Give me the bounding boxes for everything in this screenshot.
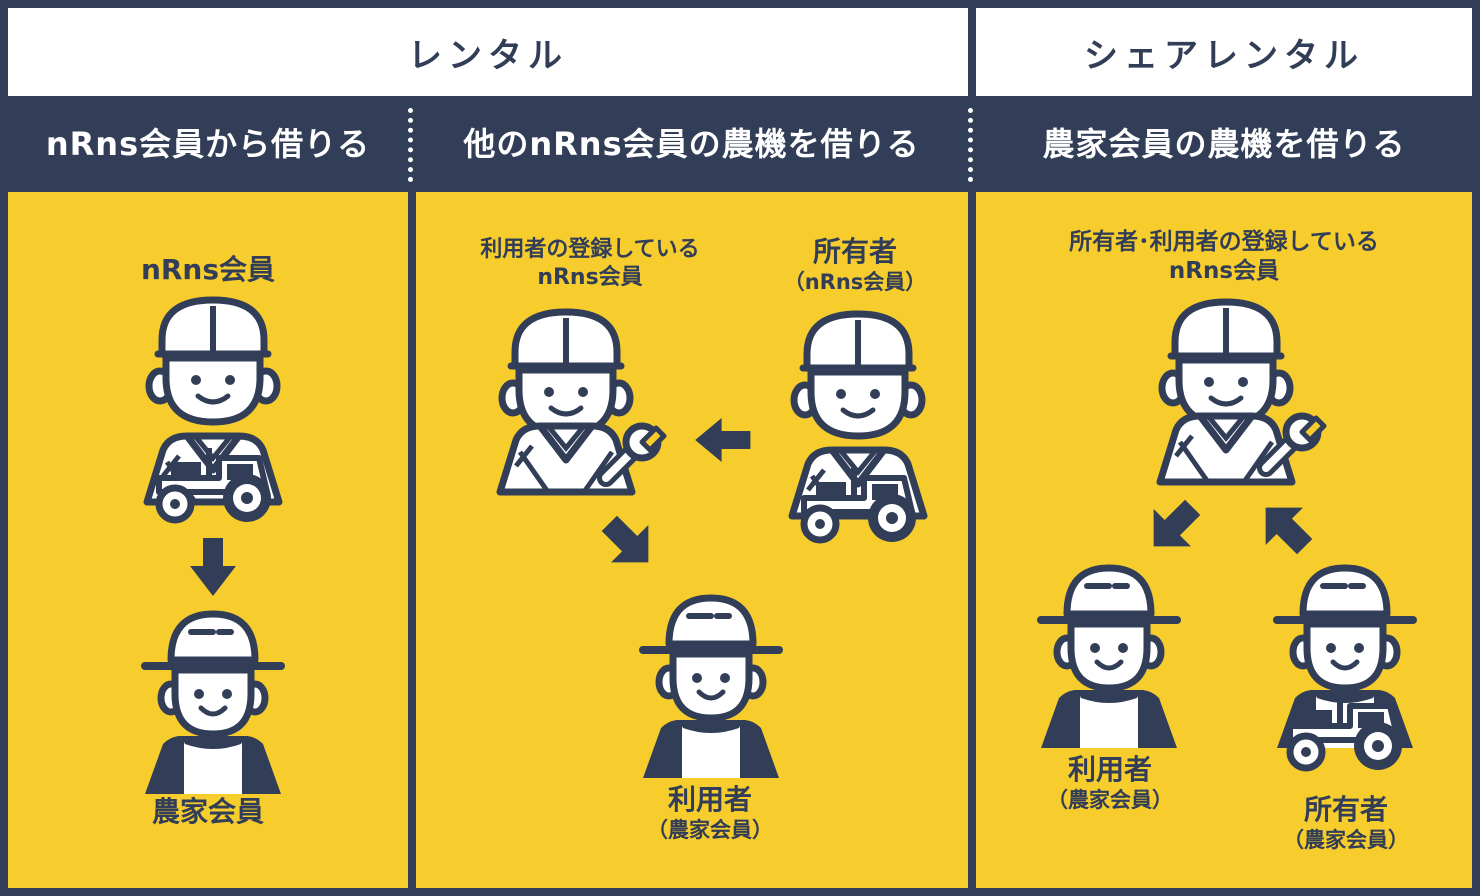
share-owner-subtitle: （農家会員） xyxy=(1283,828,1409,852)
user-title: 利用者 xyxy=(667,783,752,816)
label-registered-nrns-line2: nRns会員 xyxy=(537,264,643,290)
figure-share-owner-farmer-with-tractor xyxy=(1272,564,1418,786)
divider-dotted-1 xyxy=(408,108,413,182)
share-user-subtitle: （農家会員） xyxy=(1047,788,1173,812)
label-owner-user-registered-line2: nRns会員 xyxy=(1168,257,1280,284)
arrow-up-left-icon xyxy=(1246,488,1324,566)
owner-subtitle: （nRns会員） xyxy=(783,270,927,294)
label-registered-nrns-line1: 利用者の登録している xyxy=(480,237,700,262)
label-nrns-member: nRns会員 xyxy=(140,253,276,286)
owner-title: 所有者 xyxy=(812,235,897,268)
arrow-left-icon xyxy=(695,418,751,462)
label-farmer-member: 農家会員 xyxy=(151,795,264,828)
arrow-down-icon xyxy=(190,538,236,596)
figure-farmer-member xyxy=(140,610,286,790)
figure-owner-nrns-with-tractor xyxy=(788,312,928,542)
divider-dotted-2 xyxy=(968,108,973,182)
label-share-user-farmer: 利用者 （農家会員） xyxy=(1010,752,1210,813)
label-share-owner-farmer: 所有者 （農家会員） xyxy=(1246,792,1446,853)
figure-share-user-farmer xyxy=(1036,564,1182,744)
figure-nrns-staff-with-wrench xyxy=(496,310,686,490)
label-user-farmer: 利用者 （農家会員） xyxy=(610,782,810,843)
label-owner-nrns: 所有者 （nRns会員） xyxy=(760,234,950,295)
share-owner-title: 所有者 xyxy=(1303,793,1388,826)
figure-nrns-staff-with-tractor xyxy=(143,298,283,528)
header-share-rental: シェアレンタル xyxy=(976,8,1472,96)
label-registered-nrns: 利用者の登録している nRns会員 xyxy=(430,236,750,291)
label-owner-user-registered-line1: 所有者･利用者の登録している xyxy=(1069,229,1379,255)
subheader-from-nrns: nRns会員から借りる xyxy=(45,125,371,163)
label-owner-user-registered-nrns: 所有者･利用者の登録している nRns会員 xyxy=(976,228,1472,286)
subheader-other-nrns: 他のnRns会員の農機を借りる xyxy=(463,125,920,163)
figure-user-farmer xyxy=(638,594,784,774)
figure-share-nrns-staff-with-wrench xyxy=(1156,300,1346,480)
subheader-farmer: 農家会員の農機を借りる xyxy=(1042,125,1406,163)
arrow-down-left-icon xyxy=(1134,488,1212,566)
arrow-down-right-icon xyxy=(590,504,668,582)
user-subtitle: （農家会員） xyxy=(647,818,773,842)
share-user-title: 利用者 xyxy=(1067,753,1152,786)
header-rental: レンタル xyxy=(8,8,968,96)
